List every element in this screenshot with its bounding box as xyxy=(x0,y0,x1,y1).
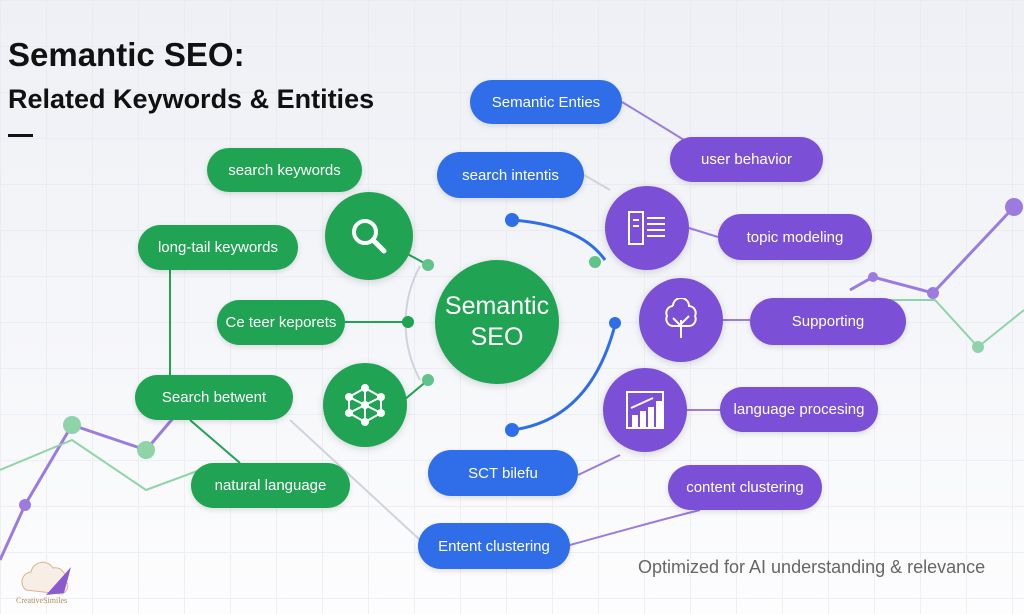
chart-circle xyxy=(603,368,687,452)
node-user-behavior: user behavior xyxy=(670,137,823,182)
search-icon xyxy=(352,219,387,254)
network-icon-circle xyxy=(323,363,407,447)
node-blue-3: SCT bilefu xyxy=(428,450,578,496)
trend-line-green-left xyxy=(0,438,201,492)
node-content-clustering: content clustering xyxy=(668,465,822,510)
network-icon xyxy=(345,384,385,426)
node-natural-language: natural language xyxy=(191,463,350,508)
node-search-keywords: search keywords xyxy=(207,148,362,192)
center-line-1: Semantic xyxy=(444,292,550,320)
arc-blue-bottom xyxy=(511,324,617,432)
node-language-processing: language procesing xyxy=(720,387,878,432)
node-semantic-entities: Semantic Enties xyxy=(470,80,622,124)
arc-blue-top xyxy=(511,218,607,261)
node-search-betwent: Search betwent xyxy=(135,375,293,420)
title-underline xyxy=(8,134,33,137)
search-icon-circle xyxy=(325,192,413,280)
trend-line-purple-right xyxy=(849,205,1016,295)
logo-icon xyxy=(21,561,71,595)
list-icon-circle xyxy=(605,186,689,270)
logo-text: CreativeSimiles xyxy=(16,596,68,605)
bar-chart-icon xyxy=(626,391,664,429)
list-icon xyxy=(628,211,665,245)
trend-line-purple-left xyxy=(0,409,182,561)
footer-tagline: Optimized for AI understanding & relevan… xyxy=(638,557,986,577)
node-topic-modeling: topic modeling xyxy=(718,214,872,260)
trend-line-green-right xyxy=(860,299,1024,349)
brain-circle xyxy=(639,278,723,362)
title-line-2: Related Keywords & Entities xyxy=(8,84,375,114)
node-green-3: Ce teer keporets xyxy=(217,300,345,345)
node-long-tail-keywords: long-tail keywords xyxy=(138,225,298,270)
center-line-2: SEO xyxy=(470,323,524,351)
brain-tree-icon xyxy=(665,298,697,338)
node-supporting: Supporting xyxy=(750,298,906,345)
title-line-1: Semantic SEO: xyxy=(8,36,245,73)
node-entity-clustering: Entent clustering xyxy=(418,523,570,569)
node-search-intent: search intentis xyxy=(437,152,584,198)
